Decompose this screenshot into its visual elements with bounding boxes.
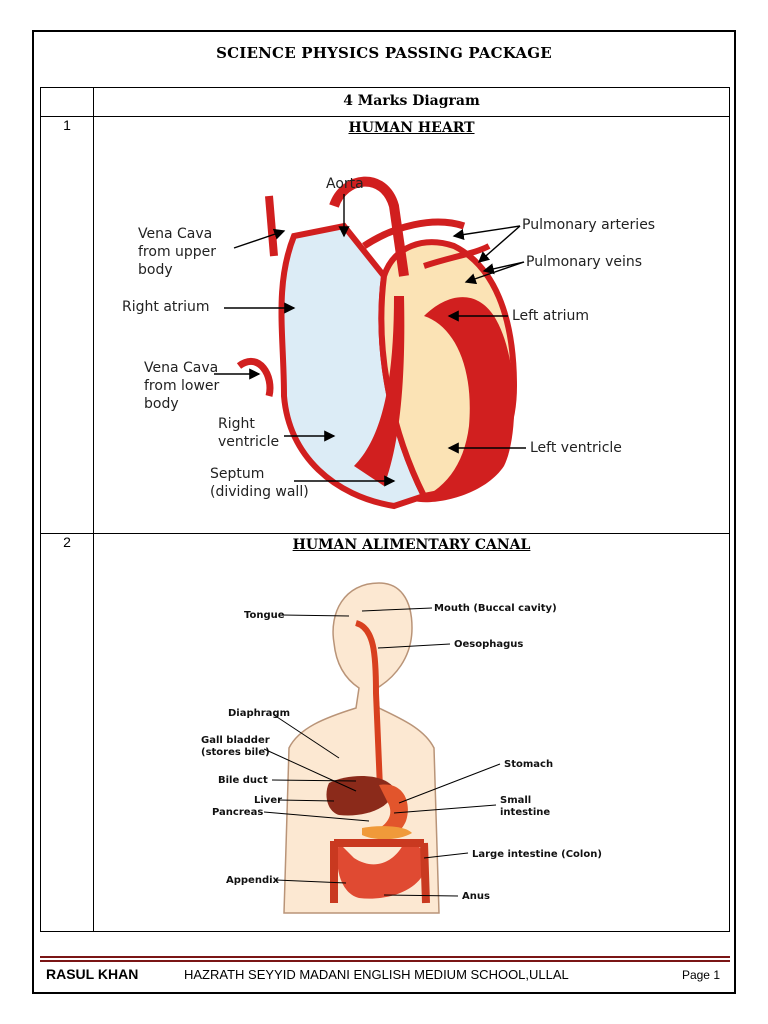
- row-number: 1: [40, 116, 94, 534]
- stomach-organ: [369, 784, 408, 839]
- large-intestine-organ: [330, 839, 430, 904]
- label-mouth: Mouth (Buccal cavity): [434, 603, 557, 614]
- label-septum-1: Septum: [210, 466, 264, 482]
- label-oesophagus: Oesophagus: [454, 639, 523, 650]
- label-right-ventricle-2: ventricle: [218, 434, 279, 450]
- arrow-vena-cava-upper: [233, 228, 286, 249]
- label-septum-2: (dividing wall): [210, 484, 309, 500]
- pointer-bile-duct: [271, 779, 357, 782]
- pointer-large-intestine: [423, 852, 469, 859]
- label-pancreas: Pancreas: [212, 807, 263, 818]
- label-tongue: Tongue: [244, 610, 285, 621]
- pointer-pancreas: [263, 811, 370, 822]
- pointer-gall-bladder: [263, 748, 357, 792]
- label-small-intestine-1: Small: [500, 795, 531, 806]
- arrow-pulmonary-veins-a: [482, 261, 525, 275]
- heart-diagram: Aorta Vena Cava from upper body Right at…: [122, 176, 655, 510]
- heart-cell: HUMAN HEART: [93, 116, 730, 534]
- alimentary-title: HUMAN ALIMENTARY CANAL: [292, 537, 531, 553]
- alimentary-cell: HUMAN ALIMENTARY CANAL: [93, 533, 730, 932]
- label-vena-cava-lower-1: Vena Cava: [144, 360, 218, 376]
- label-large-intestine: Large intestine (Colon): [472, 849, 602, 860]
- pointer-anus: [383, 894, 459, 897]
- footer-rule: [40, 956, 730, 964]
- page-frame: SCIENCE PHYSICS PASSING PACKAGE 4 Marks …: [32, 30, 736, 994]
- vena-cava-lower-vessel: [236, 357, 274, 397]
- label-stomach: Stomach: [504, 759, 553, 770]
- label-vena-cava-upper-1: Vena Cava: [138, 226, 212, 242]
- row-number: 2: [40, 533, 94, 932]
- page-title: SCIENCE PHYSICS PASSING PACKAGE: [216, 44, 552, 62]
- label-gall-bladder-2: (stores bile): [201, 747, 270, 758]
- arrow-pulmonary-arteries-a: [452, 225, 521, 241]
- page-footer: RASUL KHAN HAZRATH SEYYID MADANI ENGLISH…: [44, 966, 724, 988]
- label-gall-bladder-1: Gall bladder: [201, 735, 270, 746]
- aorta-vessel: [329, 176, 409, 277]
- oesophagus-tube: [354, 620, 383, 789]
- label-small-intestine-2: intestine: [500, 807, 550, 818]
- label-appendix: Appendix: [226, 875, 280, 886]
- liver-organ: [326, 776, 394, 816]
- pulmonary-vein-vessel: [423, 243, 491, 269]
- footer-page-number: Page 1: [681, 968, 720, 982]
- label-diaphragm: Diaphragm: [228, 708, 290, 719]
- pointer-small-intestine: [393, 804, 497, 814]
- pulmonary-artery-vessel: [362, 218, 466, 249]
- left-ventricle-wall: [414, 297, 515, 503]
- header-number-cell: [40, 87, 94, 117]
- label-right-ventricle-1: Right: [218, 416, 255, 432]
- label-liver: Liver: [254, 795, 282, 806]
- pancreas-organ: [362, 826, 412, 840]
- label-left-ventricle: Left ventricle: [530, 440, 622, 456]
- diagram-table: 4 Marks Diagram 1 HUMAN HEART: [40, 87, 730, 932]
- pointer-oesophagus: [377, 643, 451, 649]
- label-bile-duct: Bile duct: [218, 775, 268, 786]
- vena-cava-upper-vessel: [265, 195, 278, 257]
- label-left-atrium: Left atrium: [512, 308, 589, 324]
- label-anus: Anus: [462, 891, 490, 902]
- pointer-diaphragm: [273, 714, 340, 759]
- label-vena-cava-upper-2: from upper: [138, 244, 216, 260]
- footer-school: HAZRATH SEYYID MADANI ENGLISH MEDIUM SCH…: [184, 967, 569, 982]
- label-aorta: Aorta: [326, 176, 364, 192]
- intestine-organ: [337, 842, 426, 899]
- alimentary-diagram: Tongue Mouth (Buccal cavity) Oesophagus …: [201, 582, 602, 914]
- label-pulmonary-veins: Pulmonary veins: [526, 254, 642, 270]
- pointer-mouth: [361, 607, 433, 612]
- label-vena-cava-upper-3: body: [138, 262, 173, 278]
- footer-author: RASUL KHAN: [46, 966, 139, 982]
- pointer-tongue: [281, 614, 350, 617]
- label-right-atrium: Right atrium: [122, 299, 210, 315]
- pointer-appendix: [275, 879, 347, 884]
- label-vena-cava-lower-2: from lower: [144, 378, 220, 394]
- septum: [354, 296, 405, 486]
- pointer-stomach: [398, 763, 501, 804]
- column-header: 4 Marks Diagram: [93, 87, 730, 117]
- label-pulmonary-arteries: Pulmonary arteries: [522, 217, 655, 233]
- pointer-liver: [278, 799, 335, 802]
- arrow-pulmonary-arteries-b: [477, 225, 521, 263]
- arrow-pulmonary-veins-b: [464, 261, 525, 285]
- label-vena-cava-lower-3: body: [144, 396, 179, 412]
- heart-title: HUMAN HEART: [348, 120, 475, 136]
